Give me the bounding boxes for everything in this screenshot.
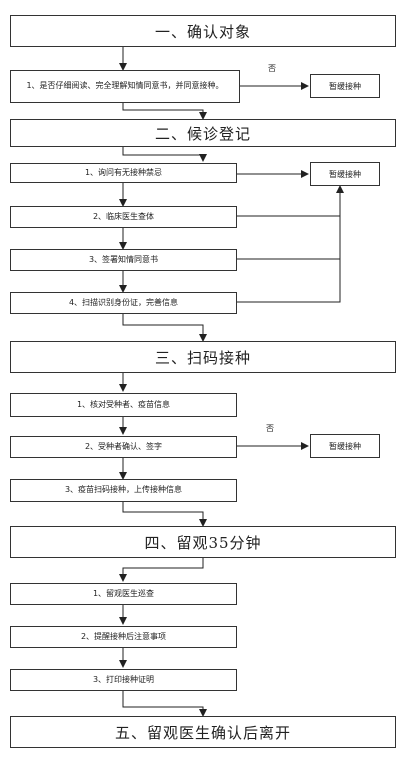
step-print-certificate: 3、打印接种证明 — [10, 669, 237, 691]
step-sign-consent: 3、签署知情同意书 — [10, 249, 237, 271]
section-header-leave: 五、留观医生确认后离开 — [10, 716, 396, 748]
section-header-observation: 四、留观35分钟 — [10, 526, 396, 558]
defer-vaccination-box-2: 暂缓接种 — [310, 162, 380, 186]
step-scan-upload: 3、疫苗扫码接种，上传接种信息 — [10, 479, 237, 502]
defer-vaccination-box-3: 暂缓接种 — [310, 434, 380, 458]
step-doctor-patrol: 1、留观医生巡查 — [10, 583, 237, 605]
step-read-consent: 1、是否仔细阅读、完全理解知情同意书，并同意接种。 — [10, 70, 240, 103]
step-confirm-sign: 2、受种者确认、签字 — [10, 436, 237, 458]
step-physical-exam: 2、临床医生查体 — [10, 206, 237, 228]
section-header-registration: 二、候诊登记 — [10, 119, 396, 147]
no-label-2: 否 — [266, 424, 274, 433]
defer-vaccination-box-1: 暂缓接种 — [310, 74, 380, 98]
section-header-scan-vaccinate: 三、扫码接种 — [10, 341, 396, 373]
step-ask-contraindication: 1、询问有无接种禁忌 — [10, 163, 237, 183]
step-verify-info: 1、核对受种者、疫苗信息 — [10, 393, 237, 417]
step-scan-id: 4、扫描识别身份证，完善信息 — [10, 292, 237, 314]
step-remind-notes: 2、提醒接种后注意事项 — [10, 626, 237, 648]
no-label-1: 否 — [268, 64, 276, 73]
section-header-confirm-target: 一、确认对象 — [10, 15, 396, 47]
